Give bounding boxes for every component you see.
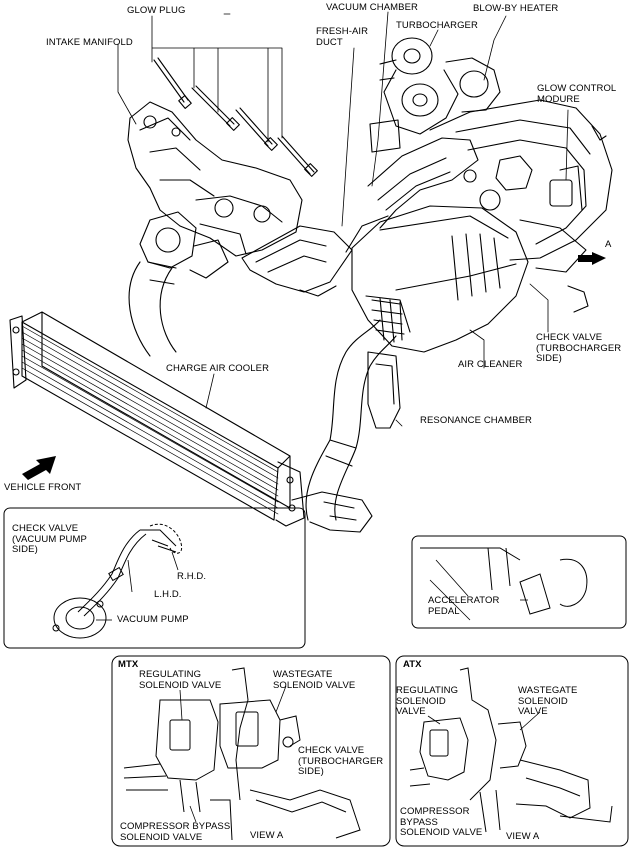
engine-body-drawing xyxy=(429,99,613,313)
label-arrow-a: A xyxy=(605,239,612,250)
label-mtx-wastegate: WASTEGATE SOLENOID VALVE xyxy=(273,669,356,691)
label-check-valve-vacuum: CHECK VALVE (VACUUM PUMP SIDE) xyxy=(12,523,87,555)
label-check-valve-turbo: CHECK VALVE (TURBOCHARGER SIDE) xyxy=(536,332,622,364)
intake-manifold-drawing xyxy=(127,101,303,279)
air-cleaner-drawing xyxy=(351,205,529,353)
charge-hose-drawing xyxy=(291,319,397,533)
label-atx-compressor: COMPRESSOR BYPASS SOLENOID VALVE xyxy=(400,806,483,838)
label-mtx-view-a: VIEW A xyxy=(250,830,284,841)
fresh-air-duct-drawing xyxy=(241,225,353,297)
label-glow-plug: GLOW PLUG xyxy=(127,5,186,16)
label-atx-view-a: VIEW A xyxy=(506,831,540,842)
label-glow-control-module: GLOW CONTROL MODURE xyxy=(537,83,617,105)
vacuum-pump-inset xyxy=(3,507,306,649)
vacuum-chamber-drawing xyxy=(345,137,479,253)
intake-hose-left-drawing xyxy=(128,261,177,357)
label-vehicle-front: VEHICLE FRONT xyxy=(4,482,82,493)
label-atx-wastegate: WASTEGATE SOLENOID VALVE xyxy=(518,685,578,717)
label-accelerator-pedal: ACCELERATOR PEDAL xyxy=(428,595,500,617)
label-vacuum-chamber: VACUUM CHAMBER xyxy=(326,2,419,13)
label-lhd: L.H.D. xyxy=(154,589,182,600)
arrow-a-drawing xyxy=(578,252,606,265)
label-vacuum-pump: VACUUM PUMP xyxy=(117,614,189,625)
label-resonance-chamber: RESONANCE CHAMBER xyxy=(420,415,533,426)
label-rhd: R.H.D. xyxy=(177,571,207,582)
vehicle-front-arrow-icon xyxy=(22,456,56,480)
label-mtx: MTX xyxy=(118,659,139,670)
label-fresh-air-duct: FRESH-AIR DUCT xyxy=(316,26,369,48)
label-mtx-regulating: REGULATING SOLENOID VALVE xyxy=(139,669,222,691)
label-mtx-check-valve: CHECK VALVE (TURBOCHARGER SIDE) xyxy=(298,745,384,777)
leader-lines xyxy=(117,11,569,427)
pedal-inset xyxy=(411,535,627,629)
resonance-chamber-drawing xyxy=(367,351,401,429)
label-blow-by-heater: BLOW-BY HEATER xyxy=(473,3,559,14)
charge-air-cooler-drawing xyxy=(9,311,305,527)
label-mtx-compressor: COMPRESSOR BYPASS SOLENOID VALVE xyxy=(120,821,231,843)
label-atx-regulating: REGULATING SOLENOID VALVE xyxy=(396,685,459,717)
label-air-cleaner: AIR CLEANER xyxy=(458,359,523,370)
label-turbocharger: TURBOCHARGER xyxy=(396,20,478,31)
label-charge-air-cooler: CHARGE AIR COOLER xyxy=(166,363,270,374)
glow-plugs-drawing xyxy=(153,57,318,177)
turbocharger-drawing xyxy=(369,37,501,153)
view-a-panel xyxy=(111,655,629,847)
label-intake-manifold: INTAKE MANIFOLD xyxy=(46,37,133,48)
label-atx: ATX xyxy=(403,659,422,670)
